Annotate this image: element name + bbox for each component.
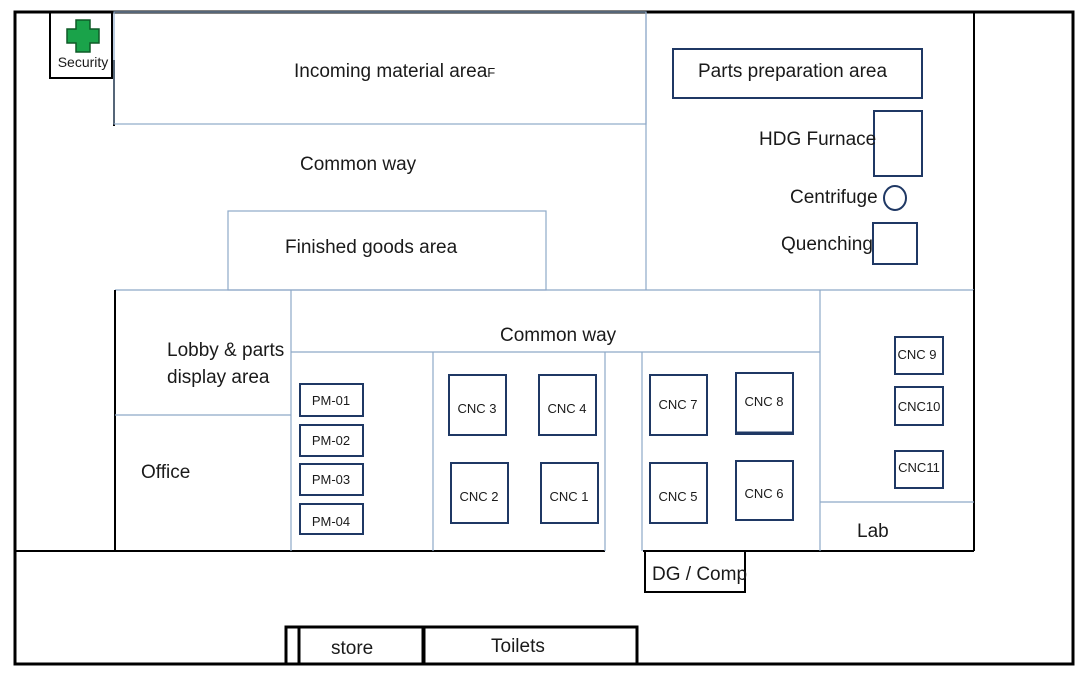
centrifuge (883, 185, 907, 211)
svg-text:CNC11: CNC11 (898, 460, 940, 475)
lab-label: Lab (857, 521, 889, 542)
common-way-middle-label: Common way (500, 325, 617, 346)
cnc-machine-10: CNC10 (894, 386, 944, 426)
store-room-left-strip (284, 625, 301, 666)
svg-text:PM-01: PM-01 (312, 393, 350, 408)
cnc-machine-4: CNC 4 (538, 374, 597, 436)
lobby-label-line1: Lobby & parts (167, 340, 284, 361)
incoming-material-label: Incoming material areaF (294, 61, 495, 82)
cnc-machine-3: CNC 3 (448, 374, 507, 436)
svg-text:CNC 6: CNC 6 (744, 486, 783, 501)
common-way-top-label: Common way (300, 154, 417, 175)
press-machine: PM-01 (299, 383, 364, 417)
store-label: store (331, 638, 373, 659)
svg-text:CNC 1: CNC 1 (549, 489, 588, 504)
press-machine: PM-03 (299, 463, 364, 496)
svg-text:CNC 8: CNC 8 (744, 394, 783, 409)
press-machine: PM-02 (299, 424, 364, 457)
svg-text:CNC 3: CNC 3 (457, 401, 496, 416)
security-booth (49, 11, 113, 79)
dg-comp-room (644, 550, 746, 593)
toilets-label: Toilets (491, 636, 545, 657)
first-aid-cross-icon (66, 19, 100, 53)
cnc-machine-1: CNC 1 (540, 462, 599, 524)
svg-text:CNC 9: CNC 9 (897, 347, 936, 362)
parts-preparation-label: Parts preparation area (698, 61, 887, 82)
dg-comp-label: DG / Comp (652, 564, 747, 585)
security-label: Security (58, 54, 109, 70)
svg-text:CNC 2: CNC 2 (459, 489, 498, 504)
cnc-machine-8: CNC 8 (735, 372, 794, 435)
lobby-label-line2: display area (167, 367, 270, 388)
centrifuge-label: Centrifuge (790, 187, 878, 208)
svg-text:CNC10: CNC10 (898, 399, 941, 414)
svg-text:CNC 7: CNC 7 (658, 397, 697, 412)
cnc-machine-6: CNC 6 (735, 460, 794, 521)
quenching-tank (872, 222, 918, 265)
office-label: Office (141, 462, 190, 483)
press-machine: PM-04 (299, 503, 364, 535)
cnc-machine-7: CNC 7 (649, 374, 708, 436)
toilets-room (422, 625, 639, 666)
hdg-furnace-label: HDG Furnace (759, 129, 876, 150)
cnc-machine-2: CNC 2 (450, 462, 509, 524)
svg-text:PM-03: PM-03 (312, 472, 350, 487)
parts-preparation-area (672, 48, 923, 99)
svg-text:CNC 4: CNC 4 (547, 401, 586, 416)
cnc-machine-11: CNC11 (894, 450, 944, 489)
cnc-machine-9: CNC 9 (894, 336, 944, 375)
svg-text:PM-02: PM-02 (312, 433, 350, 448)
hdg-furnace (873, 110, 923, 177)
cnc-machine-5: CNC 5 (649, 462, 708, 524)
svg-text:PM-04: PM-04 (312, 514, 350, 529)
quenching-label: Quenching (781, 234, 873, 255)
svg-text:CNC 5: CNC 5 (658, 489, 697, 504)
finished-goods-label: Finished goods area (285, 237, 458, 258)
